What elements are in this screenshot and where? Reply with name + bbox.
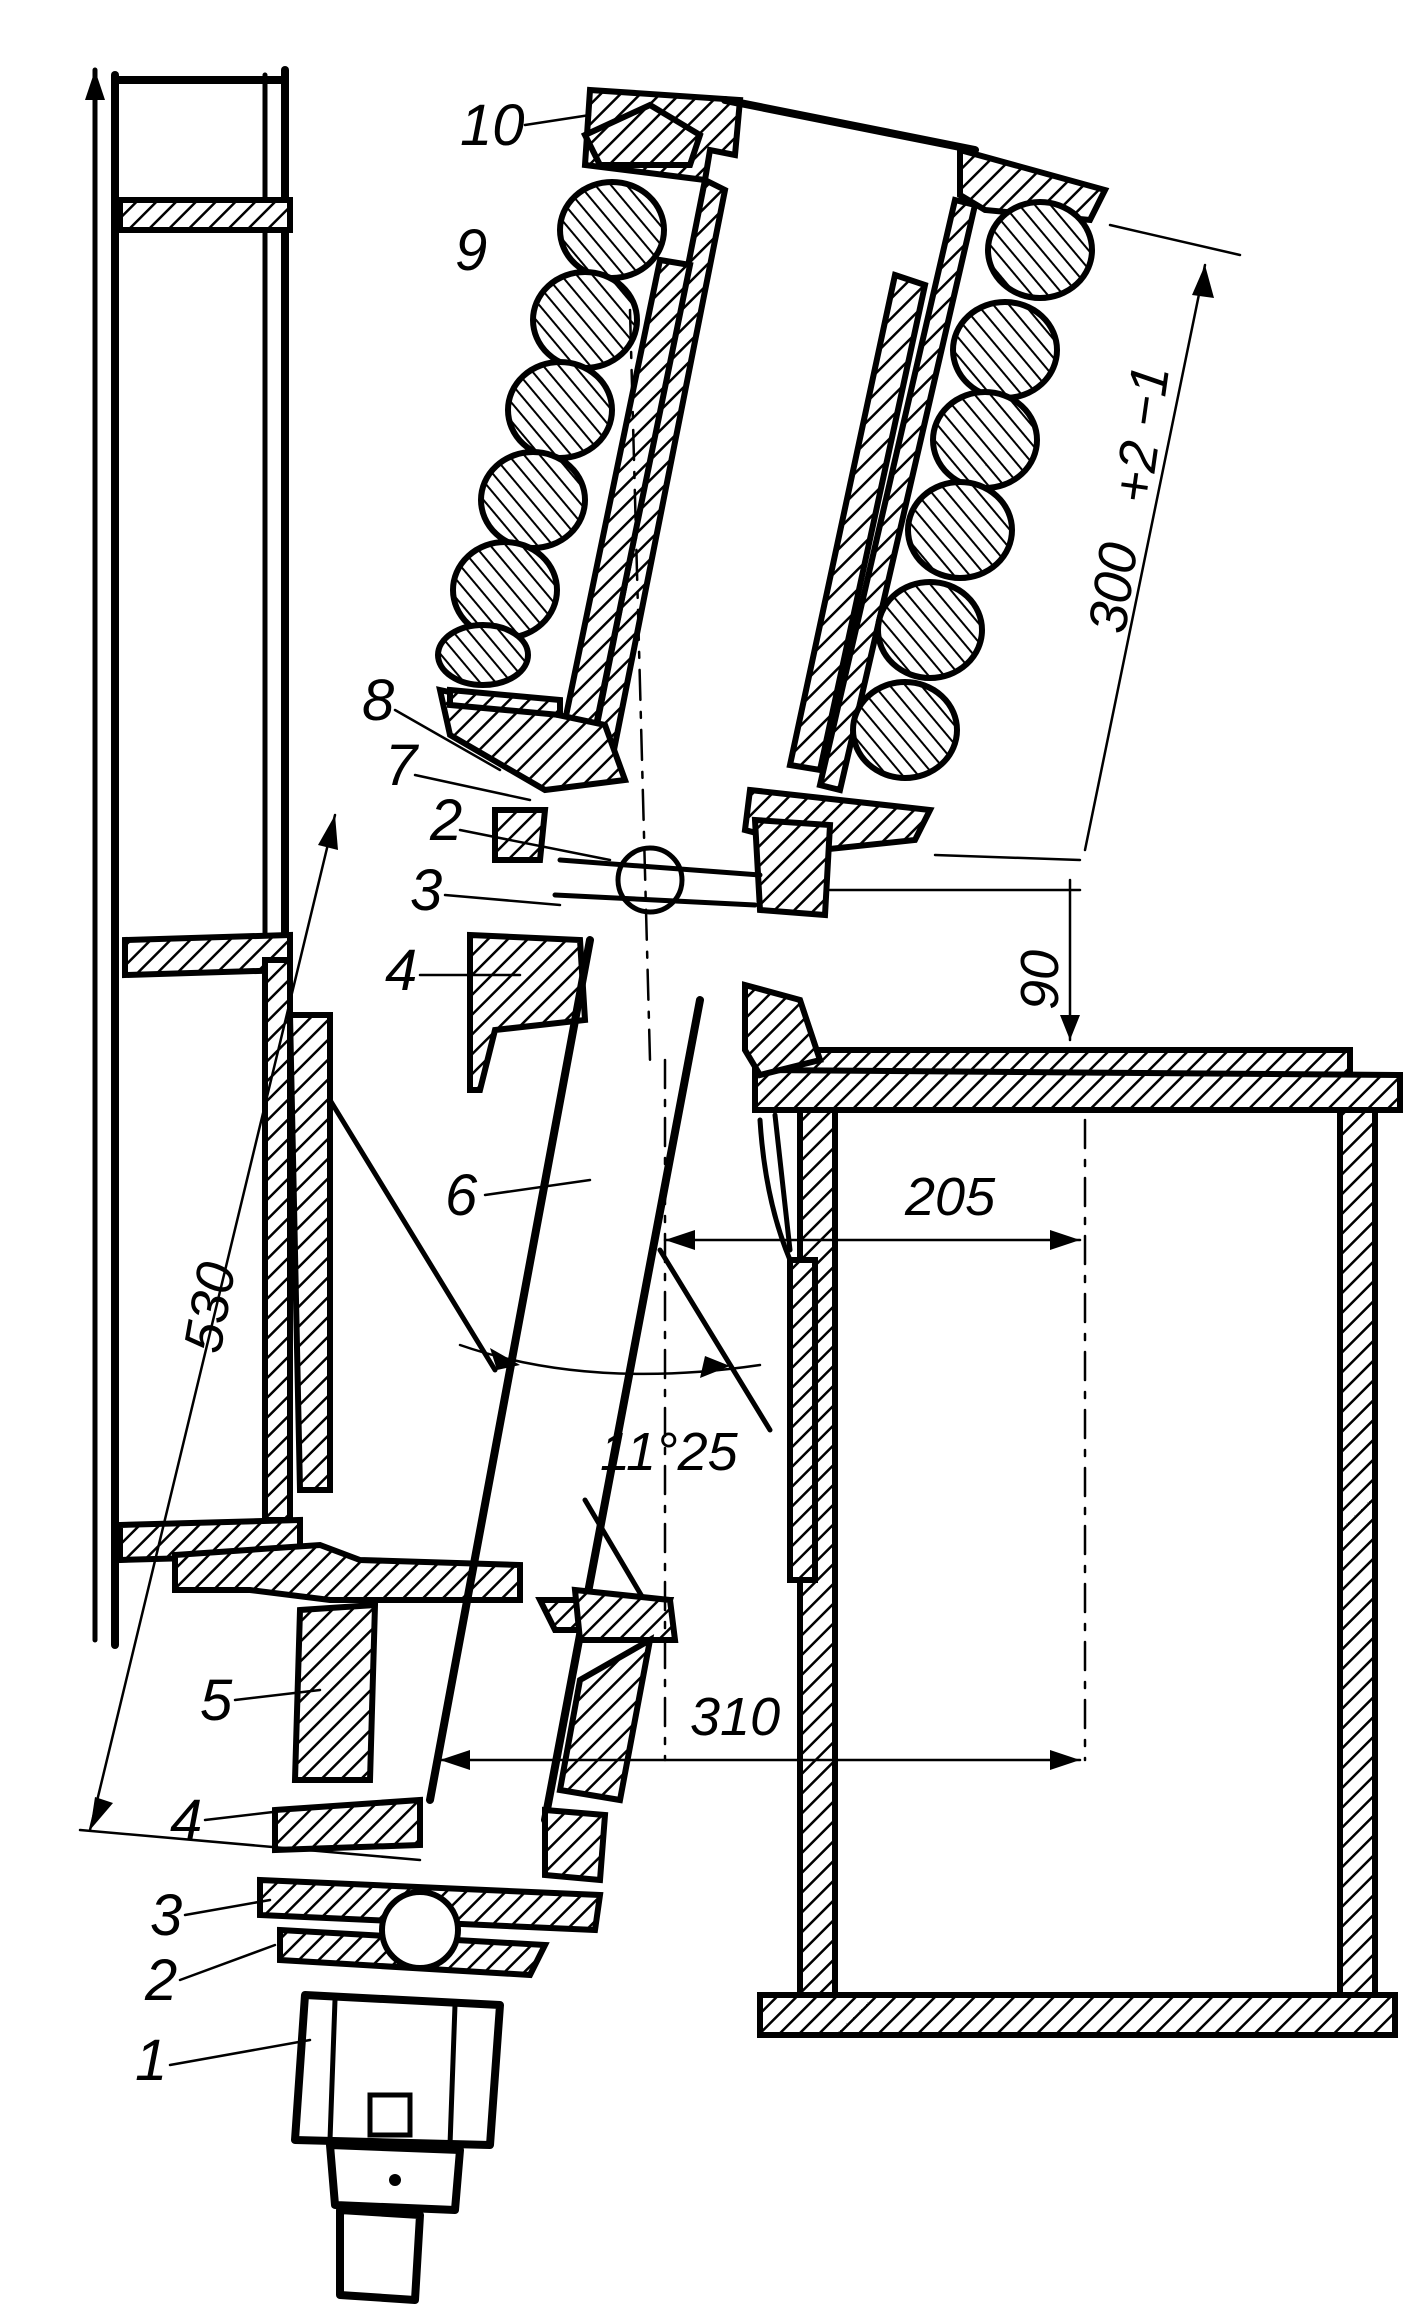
dim-spring-length: 300 xyxy=(1077,539,1149,637)
label-3-upper: 3 xyxy=(410,858,442,923)
dimension-lines xyxy=(78,223,1242,1862)
label-2-upper: 2 xyxy=(429,788,462,853)
spring-coils-left xyxy=(435,179,667,688)
label-3-lower: 3 xyxy=(150,1883,182,1948)
label-4-upper: 4 xyxy=(385,938,417,1003)
label-9: 9 xyxy=(455,218,487,283)
label-8: 8 xyxy=(362,668,394,733)
dim-bottom-offset: 310 xyxy=(690,1687,780,1747)
label-2-lower: 2 xyxy=(144,1948,177,2013)
dim-shaft-length: 530 xyxy=(173,1258,248,1357)
part-labels: 10 9 8 7 2 3 4 6 5 4 3 2 1 xyxy=(135,93,612,2093)
label-5: 5 xyxy=(200,1668,233,1733)
label-6: 6 xyxy=(445,1163,478,1228)
lower-joint xyxy=(257,1586,679,2304)
label-1: 1 xyxy=(135,2028,167,2093)
spring-coils-right xyxy=(850,199,1095,781)
label-7: 7 xyxy=(385,733,420,798)
label-10: 10 xyxy=(460,93,525,158)
dim-top-offset: 205 xyxy=(904,1167,996,1227)
dim-spring-tolerance: +2 −1 xyxy=(1102,362,1181,507)
right-box xyxy=(752,1047,1403,2038)
dim-joint-offset: 90 xyxy=(1010,950,1070,1010)
label-4-lower: 4 xyxy=(170,1788,202,1853)
main-shaft xyxy=(426,308,704,1824)
spring-assembly xyxy=(435,86,1110,854)
dim-tilt-angle: 11°25 xyxy=(600,1422,739,1482)
